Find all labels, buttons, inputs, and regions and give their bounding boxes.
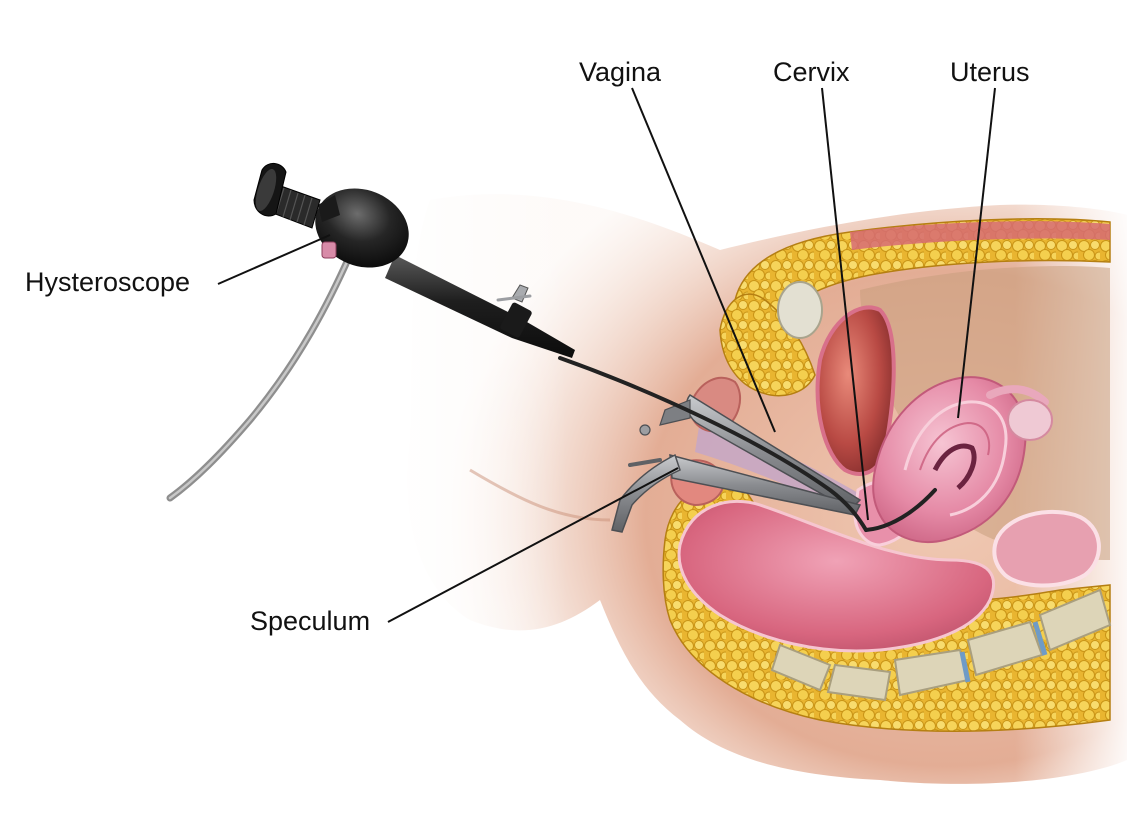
ovary <box>1007 399 1053 441</box>
rectum <box>677 499 996 653</box>
light-cable <box>166 251 354 502</box>
scope-sheath <box>385 255 575 358</box>
scope-neck <box>318 195 340 222</box>
pubic-bone <box>777 281 823 339</box>
buttock-crease <box>469 468 611 522</box>
scope-body <box>315 188 409 268</box>
uterine-cavity <box>932 443 977 490</box>
scope-port <box>321 241 337 259</box>
leader-lines <box>217 87 996 623</box>
sheath-collar <box>500 302 532 338</box>
label-hysteroscope: Hysteroscope <box>25 267 190 297</box>
leader-speculum <box>387 467 679 623</box>
uterine-wall-layers <box>903 400 1008 517</box>
scope-shaft <box>558 356 868 532</box>
leader-vagina <box>631 87 776 433</box>
pubic-fat-pad <box>719 293 816 397</box>
sacrum <box>770 588 1112 702</box>
speculum-screw <box>639 424 651 436</box>
hysteroscope <box>166 163 937 532</box>
leader-uterus <box>957 87 996 419</box>
labels: Vagina Cervix Uterus Hysteroscope Specul… <box>25 57 1030 636</box>
label-speculum: Speculum <box>250 606 370 636</box>
uterus <box>872 376 1027 543</box>
scope-tip-in-uterus <box>864 488 937 532</box>
label-uterus: Uterus <box>950 57 1030 87</box>
sigmoid-colon <box>992 509 1101 588</box>
label-cervix: Cervix <box>773 57 850 87</box>
label-vagina: Vagina <box>579 57 662 87</box>
fallopian-tube <box>986 385 1049 406</box>
leader-hysteroscope <box>217 234 331 285</box>
speculum-handle <box>611 453 681 533</box>
abdominal-muscle-band <box>850 221 1110 250</box>
leader-cervix <box>821 87 869 521</box>
